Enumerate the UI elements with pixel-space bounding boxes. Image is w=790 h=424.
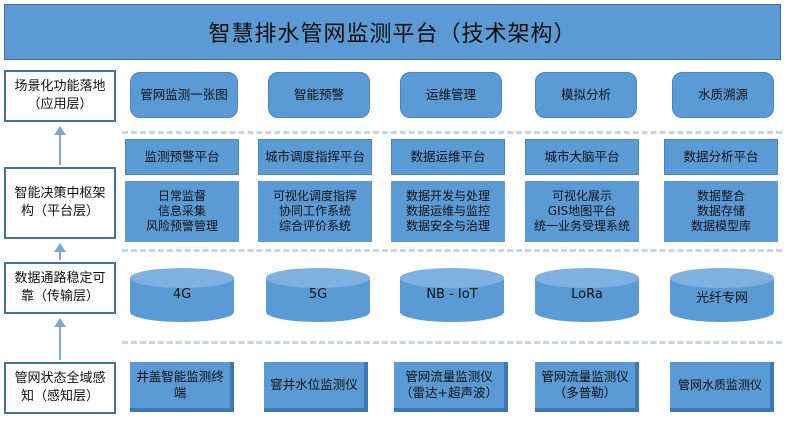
platform-item: 统一业务受理系统 (533, 219, 630, 233)
platform-item: 协同工作系统 (278, 204, 351, 218)
transport-cylinder: 4G (130, 268, 234, 324)
platform-item: 可视化展示 (551, 189, 612, 203)
sensor-device: 管网水质监测仪 (670, 362, 774, 412)
layer-label-application: 场景化功能落地（应用层） (2, 68, 118, 124)
platform-items: 可视化展示 GIS地图平台 统一业务受理系统 (525, 181, 639, 242)
platform-item: 可视化调度指挥 (272, 189, 357, 203)
up-arrow-icon (54, 318, 66, 360)
platform-name: 城市大脑平台 (525, 139, 639, 175)
page-title: 智慧排水管网监测平台（技术架构） (4, 4, 781, 60)
platform-items: 数据开发与处理 数据运维与监控 数据安全与治理 (391, 181, 505, 242)
platform-item: 数据整合 (696, 189, 745, 203)
platform-items: 日常监督 信息采集 风险预警管理 (125, 181, 239, 242)
layer-label-transport: 数据通路稳定可靠（传输层） (2, 260, 118, 316)
platform-item: 数据运维与监控 (405, 204, 490, 218)
transport-cylinder: 光纤专网 (670, 268, 774, 324)
transport-label: NB - IoT (426, 287, 478, 302)
platform-item: 信息采集 (157, 204, 206, 218)
app-module-simulation: 模拟分析 (535, 72, 637, 118)
platform-name: 数据分析平台 (664, 139, 778, 175)
platform-item: 数据开发与处理 (405, 189, 490, 203)
app-module-warning: 智能预警 (268, 72, 370, 118)
transport-cylinder: 5G (266, 268, 370, 324)
platform-item: 风险预警管理 (145, 219, 218, 233)
transport-cylinder: NB - IoT (400, 268, 504, 324)
sensor-device: 管网流量监测仪（多普勒） (535, 362, 639, 412)
platform-name: 数据运维平台 (391, 139, 505, 175)
transport-label: 光纤专网 (695, 291, 748, 306)
platform-items: 可视化调度指挥 协同工作系统 综合评价系统 (258, 181, 372, 242)
layer-label-platform: 智能决策中枢架构（平台层） (2, 165, 118, 241)
sensor-device: 窨井水位监测仪 (264, 362, 368, 412)
platform-item: 日常监督 (157, 189, 206, 203)
up-arrow-icon (54, 243, 66, 260)
layer-separator (122, 341, 782, 344)
app-module-pipe-map: 管网监测一张图 (130, 72, 238, 118)
transport-cylinder: LoRa (535, 268, 639, 324)
transport-label: LoRa (571, 287, 603, 302)
platform-name: 城市调度指挥平台 (258, 139, 372, 175)
sensor-device: 管网流量监测仪（雷达+超声波） (394, 362, 508, 412)
platform-item: GIS地图平台 (547, 204, 617, 218)
platform-item: 综合评价系统 (278, 219, 351, 233)
transport-label: 5G (308, 287, 328, 302)
up-arrow-icon (54, 126, 66, 165)
platform-item: 数据存储 (696, 204, 745, 218)
layer-separator (122, 249, 782, 252)
platform-name: 监测预警平台 (125, 139, 239, 175)
layer-label-perception: 管网状态全域感知（感知层） (2, 360, 118, 416)
app-module-water-quality: 水质溯源 (672, 72, 774, 118)
sensor-device: 井盖智能监测终端 (130, 362, 234, 412)
transport-label: 4G (172, 287, 192, 302)
platform-item: 数据安全与治理 (405, 219, 490, 233)
layer-separator (122, 131, 782, 134)
platform-item: 数据模型库 (690, 219, 751, 233)
app-module-operations: 运维管理 (400, 72, 502, 118)
platform-items: 数据整合 数据存储 数据模型库 (664, 181, 778, 242)
